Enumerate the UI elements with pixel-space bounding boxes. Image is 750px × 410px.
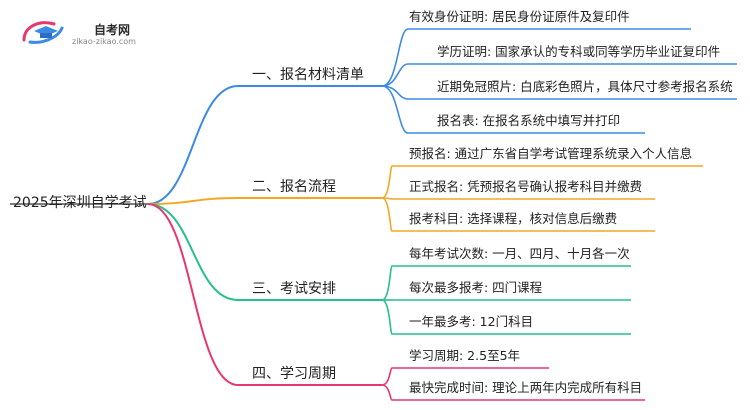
graduation-cap-icon (22, 21, 64, 44)
branch-connector (147, 203, 239, 386)
root-topic: 2025年深圳自学考试 (13, 195, 147, 211)
leaf-connector (381, 384, 393, 401)
branch-connector (147, 197, 239, 205)
branch-exam-schedule: 三、考试安排 (252, 281, 336, 297)
leaf-connector (381, 63, 409, 87)
leaf-id-proof: 有效身份证明: 居民身份证原件及复印件 (409, 9, 630, 24)
logo-url: zikao-zikao.com (72, 37, 136, 46)
leaf-connector (381, 265, 393, 301)
leaf-max-per-year: 一年最多考: 12门科目 (409, 314, 534, 329)
leaf-photo: 近期免冠照片: 白底彩色照片，具体尺寸参考报名系统 (437, 79, 733, 94)
leaf-education-proof: 学历证明: 国家承认的专科或同等学历毕业证复印件 (437, 44, 721, 59)
leaf-subject-selection: 报考科目: 选择课程，核对信息后缴费 (409, 211, 618, 226)
leaf-connector (381, 299, 393, 335)
leaf-exams-per-year: 每年考试次数: 一月、四月、十月各一次 (409, 246, 630, 261)
leaf-application-form: 报名表: 在报名系统中填写并打印 (437, 113, 621, 128)
leaf-connector (381, 28, 409, 87)
branch-connector (147, 203, 239, 301)
branch-process: 二、报名流程 (252, 179, 336, 195)
leaf-formal-registration: 正式报名: 凭预报名号确认报考科目并缴费 (409, 179, 643, 194)
leaf-connector (381, 197, 393, 232)
leaf-pre-registration: 预报名: 通过广东省自学考试管理系统录入个人信息 (409, 146, 693, 161)
leaf-connector (381, 367, 393, 386)
leaf-study-duration: 学习周期: 2.5至5年 (409, 348, 521, 363)
logo-name: 自考网 (94, 23, 131, 37)
branch-study-period: 四、学习周期 (252, 366, 336, 382)
leaf-fastest-completion: 最快完成时间: 理论上两年内完成所有科目 (409, 380, 643, 395)
leaf-max-per-session: 每次最多报考: 四门课程 (409, 280, 543, 295)
branch-materials: 一、报名材料清单 (252, 67, 364, 83)
site-logo: 自考网 zikao-zikao.com (20, 18, 150, 48)
branch-connector (147, 85, 239, 205)
leaf-connector (381, 165, 393, 199)
leaf-connector (381, 85, 409, 134)
